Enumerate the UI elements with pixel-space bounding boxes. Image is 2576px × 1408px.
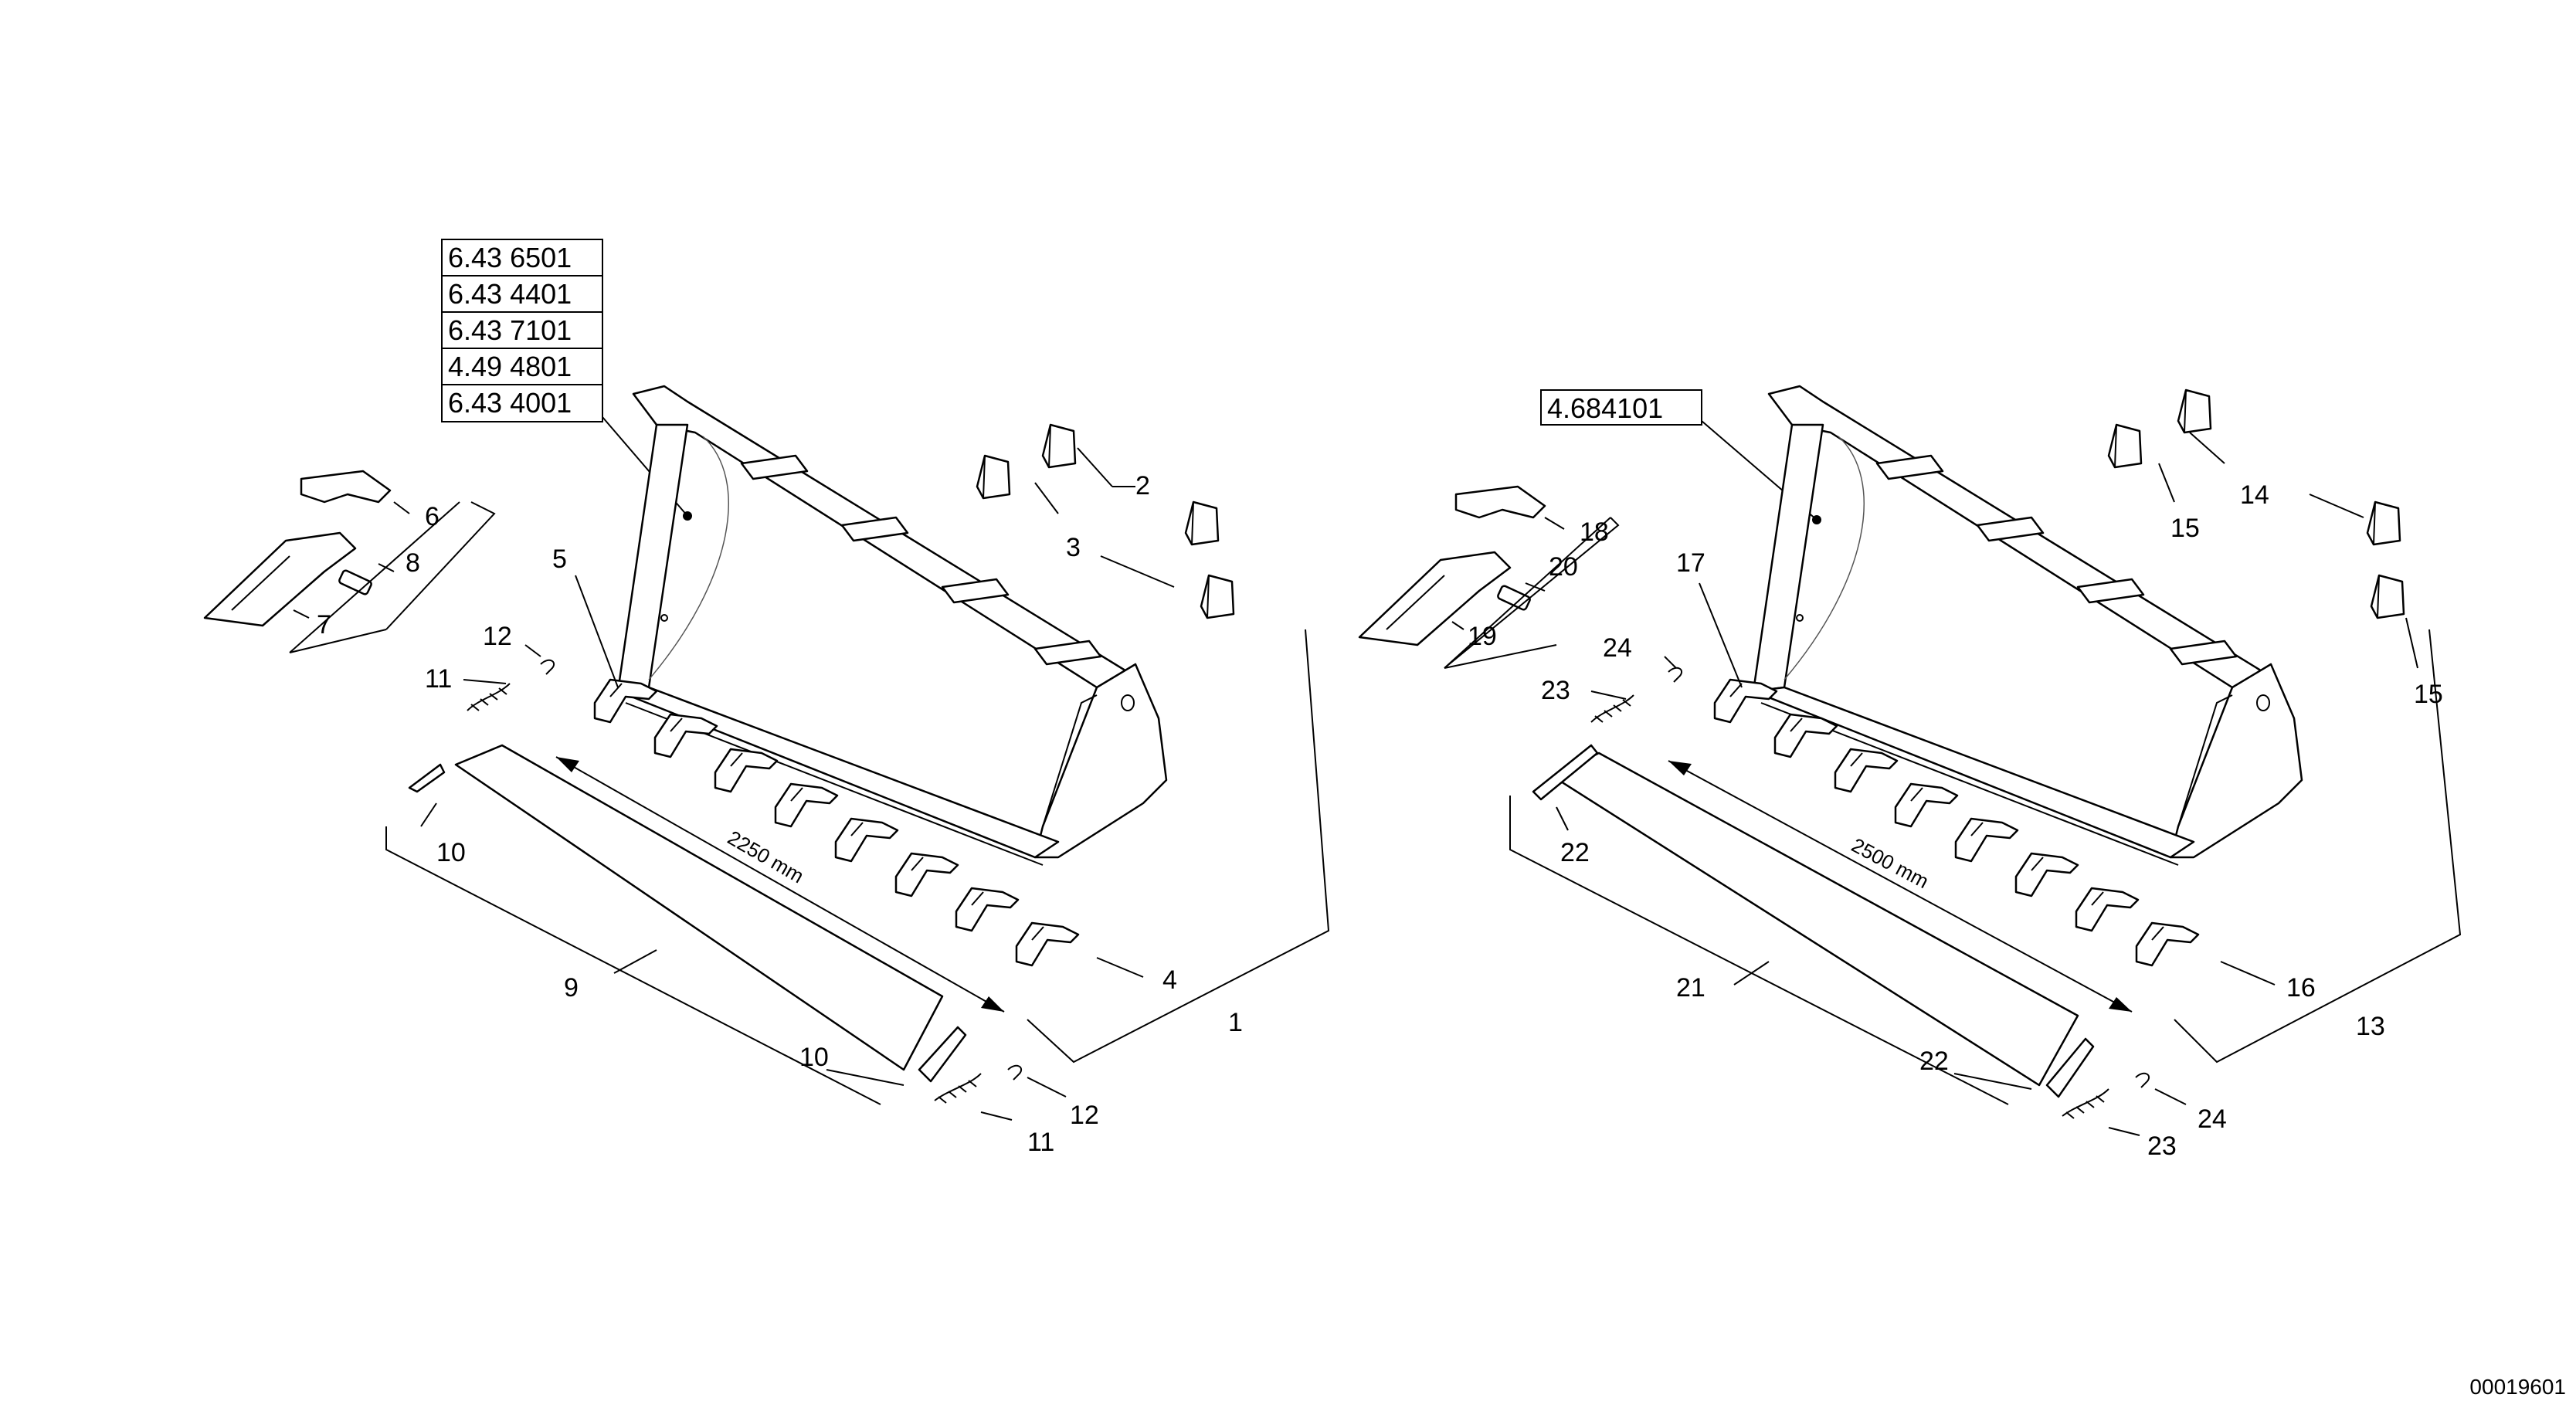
adapter-parts (203, 470, 460, 653)
callout: 3 (1066, 533, 1081, 562)
pin (2135, 1072, 2150, 1088)
wear-wedge (2366, 500, 2401, 546)
callout: 10 (799, 1043, 829, 1072)
right-bucket-group: 4.684101 (1358, 385, 2462, 1161)
callout: 11 (1027, 1128, 1054, 1157)
right-reference-table: 4.684101 (1540, 389, 1821, 524)
callout: 15 (2170, 514, 2200, 543)
callout: 22 (1560, 838, 1590, 867)
reference-number: 4.684101 (1547, 392, 1663, 424)
spring (467, 683, 511, 711)
callout: 12 (1070, 1101, 1099, 1130)
pin (1007, 1064, 1023, 1081)
dimension-label: 2500 mm (1848, 833, 1933, 893)
callout: 4 (1162, 965, 1177, 995)
reference-number: 4.49 4801 (448, 351, 572, 382)
cover-strip (408, 744, 967, 1083)
callout: 1 (1228, 1008, 1243, 1037)
spring (1590, 694, 1634, 723)
callout: 21 (1676, 973, 1705, 1003)
reference-number: 6.43 4001 (448, 387, 572, 419)
callout: 13 (2356, 1012, 2385, 1041)
callout: 23 (1541, 676, 1570, 705)
wear-wedge (976, 454, 1011, 500)
callout: 20 (1549, 552, 1578, 582)
spring (2062, 1088, 2109, 1119)
wear-wedge (2177, 388, 2212, 434)
callout: 16 (2286, 973, 2316, 1003)
callout: 19 (1468, 622, 1497, 651)
document-number: 00019601 (2469, 1375, 2566, 1399)
reference-number: 6.43 4401 (448, 278, 572, 310)
cover-strip (1532, 744, 2095, 1098)
callout: 5 (552, 545, 567, 574)
callout: 23 (2147, 1131, 2177, 1161)
reference-number: 6.43 7101 (448, 314, 572, 346)
callout: 24 (1603, 633, 1632, 663)
callout: 6 (425, 502, 440, 531)
reference-number: 6.43 6501 (448, 242, 572, 273)
callout: 24 (2198, 1104, 2227, 1134)
wear-wedge (2370, 574, 2405, 619)
spring (934, 1073, 982, 1104)
callout: 14 (2240, 480, 2269, 510)
callout: 17 (1676, 548, 1705, 578)
wear-wedge (1200, 574, 1235, 619)
callout: 2 (1135, 471, 1150, 500)
wear-wedge (1184, 500, 1220, 546)
callout: 15 (2414, 680, 2443, 709)
wear-wedge (2107, 423, 2143, 469)
callout: 18 (1580, 517, 1609, 547)
callout: 8 (406, 548, 420, 578)
left-reference-table: 6.43 6501 6.43 4401 6.43 7101 4.49 4801 … (441, 239, 692, 521)
pin (540, 659, 555, 675)
callout: 22 (1919, 1047, 1949, 1076)
left-bucket-group: 6.43 6501 6.43 4401 6.43 7101 4.49 4801 … (203, 239, 1330, 1157)
callout: 11 (425, 664, 452, 694)
callout: 9 (564, 973, 579, 1003)
bucket-body (616, 385, 1168, 867)
adapter-parts (1358, 485, 1611, 669)
callout: 12 (483, 622, 512, 651)
wear-wedge (1041, 423, 1077, 469)
callout: 10 (436, 838, 466, 867)
callout: 7 (317, 610, 331, 640)
pin (1668, 667, 1683, 683)
